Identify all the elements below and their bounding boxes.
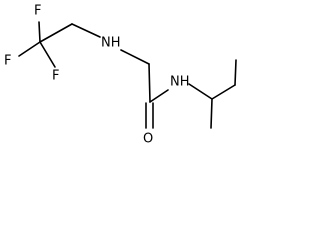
bond-ch-methyl — [210, 98, 213, 129]
bond-cf3-f-bottom — [39, 41, 56, 68]
atom-nh-amine: NH — [101, 36, 121, 51]
atom-o: O — [143, 132, 153, 147]
bond-carbonyl-nh — [149, 89, 169, 103]
bond-cf3-ch2 — [39, 23, 73, 43]
atom-f-bottom: F — [52, 69, 59, 84]
bond-ch2-carbonyl — [148, 63, 151, 103]
bond-nh-ch2 — [120, 49, 150, 65]
bond-cf3-f-top — [38, 21, 41, 43]
bond-nh-ch — [188, 83, 213, 100]
bond-ch-ethyl — [211, 84, 236, 100]
atom-nh-amide: NH — [170, 75, 190, 90]
bond-ethyl-methyl — [234, 59, 237, 86]
atom-f-left: F — [4, 54, 11, 69]
structure-diagram: F F F NH NH O — [0, 0, 253, 150]
atom-f-top: F — [34, 4, 41, 19]
bond-ch2-nh — [71, 23, 101, 38]
bond-cf3-f-left — [18, 41, 41, 57]
molecule-drawing: F F F NH NH O — [4, 4, 237, 147]
